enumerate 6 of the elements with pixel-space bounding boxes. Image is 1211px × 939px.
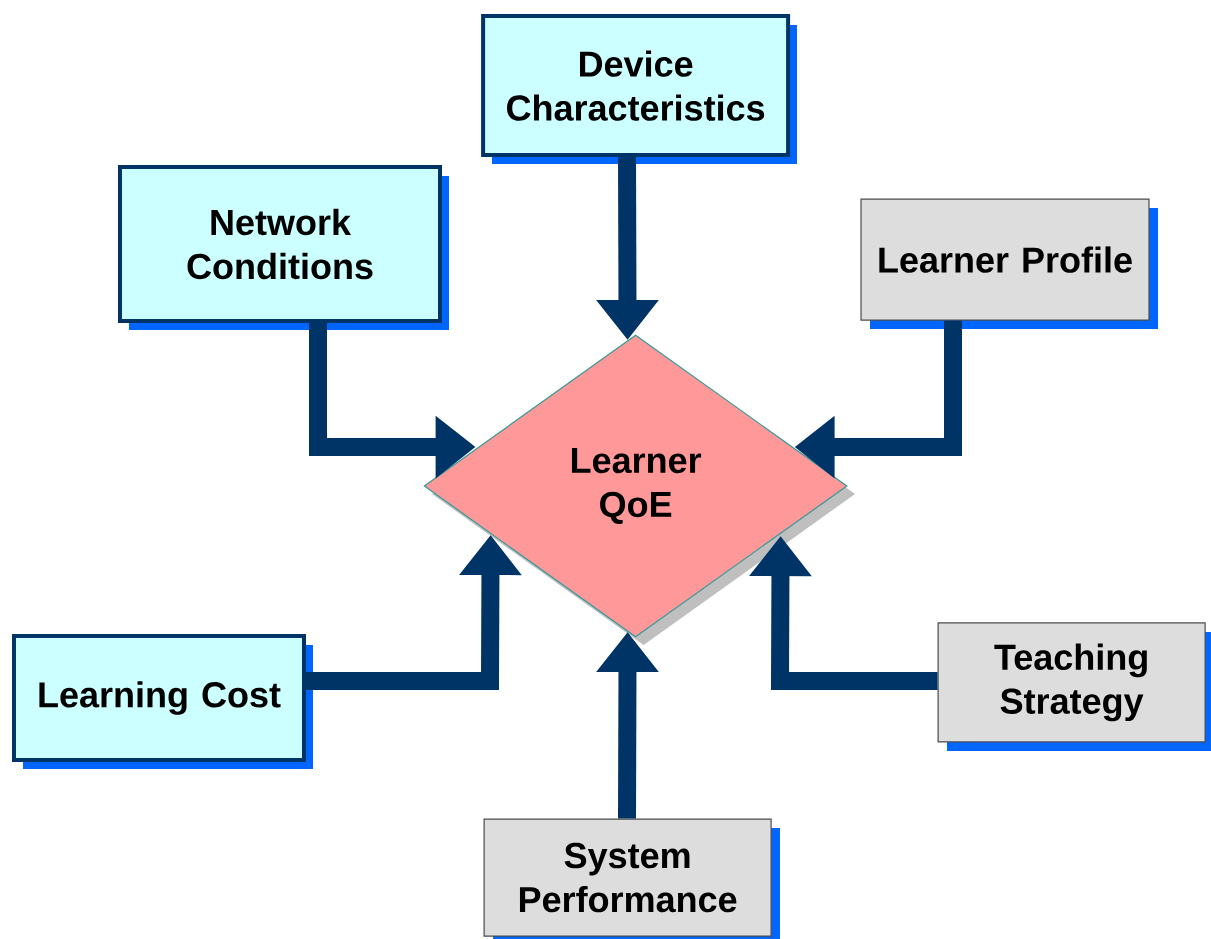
process-box: Teaching Strategy [937, 622, 1211, 751]
process-box: Learning Cost [12, 634, 313, 769]
process-box: Network Conditions [118, 165, 449, 330]
process-box: Device Characteristics [481, 14, 797, 164]
process-box: System Performance [483, 818, 780, 939]
process-box: Learner Profile [860, 198, 1158, 329]
